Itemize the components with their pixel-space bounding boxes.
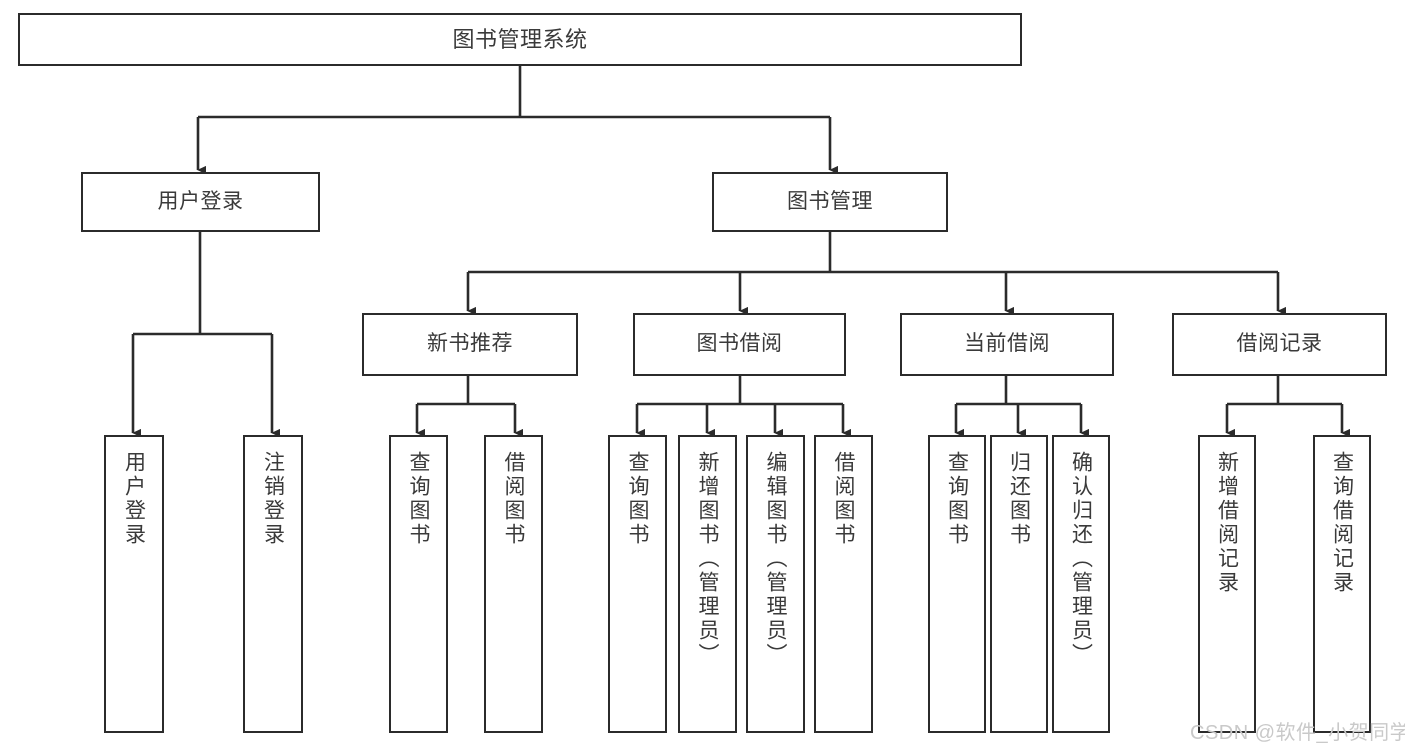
- node-leaf-leaf-query-borrow-record[interactable]: 查询借阅记录: [1313, 435, 1371, 733]
- node-leaf-leaf-borrow-book-1[interactable]: 借阅图书: [484, 435, 543, 733]
- node-leaf-leaf-logout[interactable]: 注销登录: [243, 435, 303, 733]
- node-level2-book-management[interactable]: 图书管理: [712, 172, 948, 232]
- node-label: 图书管理系统: [452, 26, 588, 52]
- node-label: 归还图书: [1007, 451, 1031, 547]
- node-label: 查询借阅记录: [1330, 451, 1354, 595]
- node-leaf-leaf-add-borrow-record[interactable]: 新增借阅记录: [1198, 435, 1256, 733]
- node-level3-book-borrow[interactable]: 图书借阅: [633, 313, 846, 376]
- node-level3-borrow-record[interactable]: 借阅记录: [1172, 313, 1387, 376]
- node-level2-user-login[interactable]: 用户登录: [81, 172, 320, 232]
- node-label: 借阅图书: [502, 451, 525, 547]
- node-leaf-leaf-confirm-return[interactable]: 确认归还（管理员）: [1052, 435, 1110, 733]
- node-root-root[interactable]: 图书管理系统: [18, 13, 1022, 66]
- node-level3-current-borrow[interactable]: 当前借阅: [900, 313, 1114, 376]
- node-leaf-leaf-query-book-1[interactable]: 查询图书: [389, 435, 448, 733]
- node-level3-new-book-recommend[interactable]: 新书推荐: [362, 313, 578, 376]
- node-label: 用户登录: [122, 451, 146, 547]
- node-label: 查询图书: [407, 451, 430, 547]
- node-label: 用户登录: [157, 189, 244, 213]
- node-label: 编辑图书（管理员）: [764, 451, 787, 667]
- node-label: 新书推荐: [427, 332, 513, 356]
- node-label: 图书借阅: [696, 332, 783, 356]
- node-leaf-leaf-borrow-book-2[interactable]: 借阅图书: [814, 435, 873, 733]
- node-label: 新增图书（管理员）: [696, 451, 719, 667]
- connector-group: [131, 66, 1351, 438]
- node-label: 注销登录: [261, 451, 285, 547]
- node-leaf-leaf-user-login[interactable]: 用户登录: [104, 435, 164, 733]
- node-label: 当前借阅: [964, 332, 1050, 356]
- node-leaf-leaf-edit-book[interactable]: 编辑图书（管理员）: [746, 435, 805, 733]
- node-label: 查询图书: [626, 451, 649, 547]
- node-label: 图书管理: [787, 189, 873, 213]
- node-label: 确认归还（管理员）: [1069, 451, 1093, 667]
- node-leaf-leaf-return-book[interactable]: 归还图书: [990, 435, 1048, 733]
- node-label: 新增借阅记录: [1215, 451, 1239, 595]
- csdn-watermark: CSDN @软件_小贺同学: [1190, 722, 1405, 744]
- node-label: 借阅记录: [1236, 332, 1323, 356]
- node-leaf-leaf-query-book-2[interactable]: 查询图书: [608, 435, 667, 733]
- node-label: 借阅图书: [832, 451, 855, 547]
- node-label: 查询图书: [945, 451, 969, 547]
- node-leaf-leaf-query-book-3[interactable]: 查询图书: [928, 435, 986, 733]
- node-leaf-leaf-add-book[interactable]: 新增图书（管理员）: [678, 435, 737, 733]
